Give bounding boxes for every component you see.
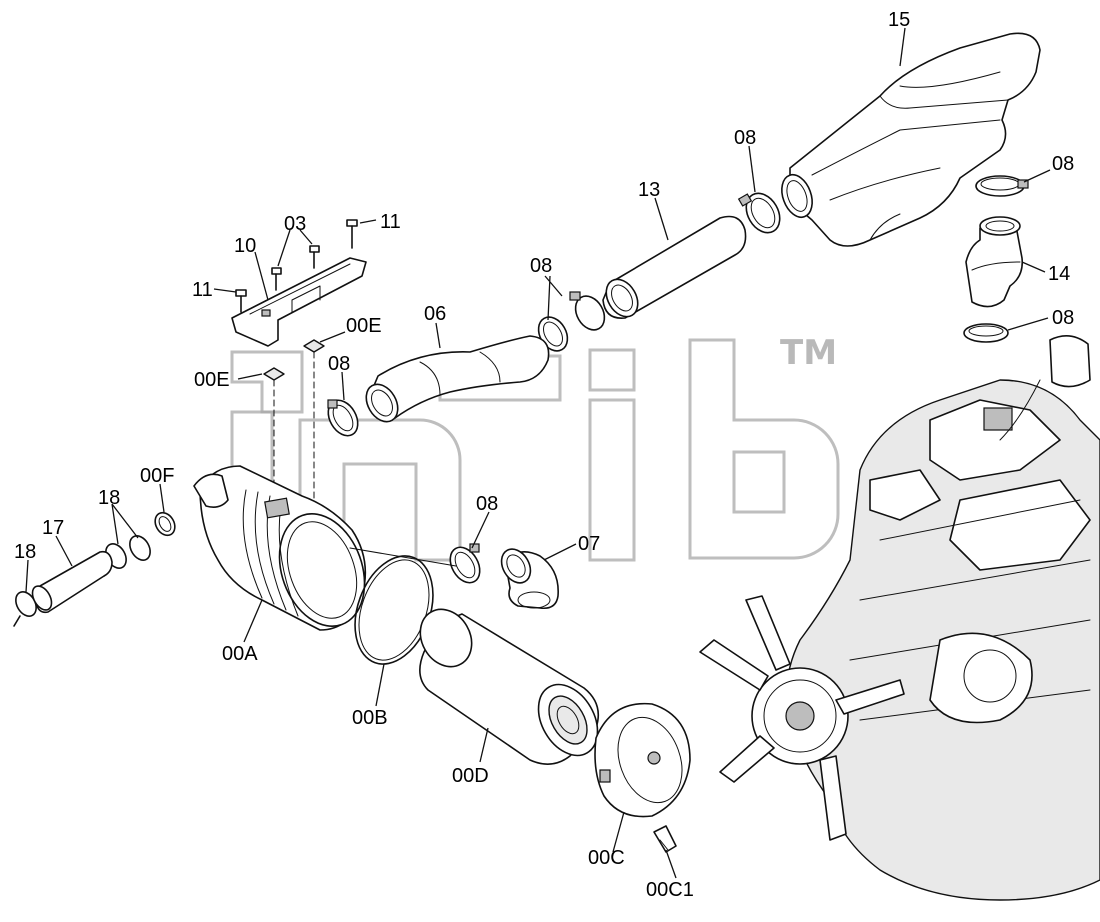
label-18-lower: 18 <box>14 541 36 563</box>
label-00B: 00B <box>352 707 388 729</box>
label-11-top: 11 <box>380 211 401 233</box>
label-00E-right: 00E <box>346 315 382 337</box>
label-18-upper: 18 <box>98 487 120 509</box>
elbow-hose-14 <box>965 216 1024 308</box>
bolt-11-top <box>346 219 358 249</box>
upper-air-duct-15 <box>781 32 1041 247</box>
label-10: 10 <box>234 235 256 257</box>
label-00C1: 00C1 <box>646 879 694 901</box>
watermark-logo: TM <box>230 333 840 562</box>
label-14: 14 <box>1048 263 1070 285</box>
label-00D: 00D <box>452 765 489 787</box>
label-03: 03 <box>284 213 306 235</box>
filter-element-00D <box>419 608 600 765</box>
bolt-11-left <box>235 289 247 313</box>
label-00E-left: 00E <box>194 369 230 391</box>
label-00F: 00F <box>140 465 174 487</box>
hose-clamp-08-right <box>975 175 1029 197</box>
label-06: 06 <box>424 303 446 325</box>
label-17: 17 <box>42 517 64 539</box>
cover-00C <box>594 702 691 818</box>
clip-nuts-00E <box>263 339 325 381</box>
label-08-bottom: 08 <box>476 493 498 515</box>
watermark-trademark: TM <box>780 333 837 373</box>
straight-hose-13 <box>602 215 747 319</box>
hose-clamp-08-bottom <box>449 543 481 584</box>
leader-lines <box>25 27 1051 879</box>
hose-clamp-08-upper <box>737 192 781 234</box>
label-08-left: 08 <box>328 353 350 375</box>
small-elbow-07 <box>500 548 559 610</box>
hose-clamp-08-engine <box>963 323 1009 343</box>
label-15: 15 <box>888 9 910 31</box>
label-00C: 00C <box>588 847 625 869</box>
tube-17 <box>31 550 113 614</box>
bolts-03 <box>271 245 320 291</box>
label-07: 07 <box>578 533 600 555</box>
hose-clamp-08-left <box>327 399 359 437</box>
assembly-guide-lines <box>273 351 315 521</box>
engine-assembly <box>699 335 1100 901</box>
label-08-top: 08 <box>734 127 756 149</box>
label-08-right: 08 <box>1052 153 1074 175</box>
connector-00F <box>154 511 176 537</box>
label-11-left: 11 <box>192 279 213 301</box>
label-08-mid: 08 <box>530 255 552 277</box>
label-13: 13 <box>638 179 660 201</box>
part-labels: 15 08 08 13 11 03 10 11 08 14 00E 06 08 … <box>14 9 1074 901</box>
label-00A: 00A <box>222 643 258 665</box>
label-08-engine: 08 <box>1052 307 1074 329</box>
air-cleaner-body-00A <box>193 465 367 631</box>
guide-line <box>349 547 457 567</box>
curved-hose-06 <box>365 335 550 423</box>
valve-00C1 <box>653 825 677 853</box>
mounting-bracket-10 <box>231 257 367 347</box>
